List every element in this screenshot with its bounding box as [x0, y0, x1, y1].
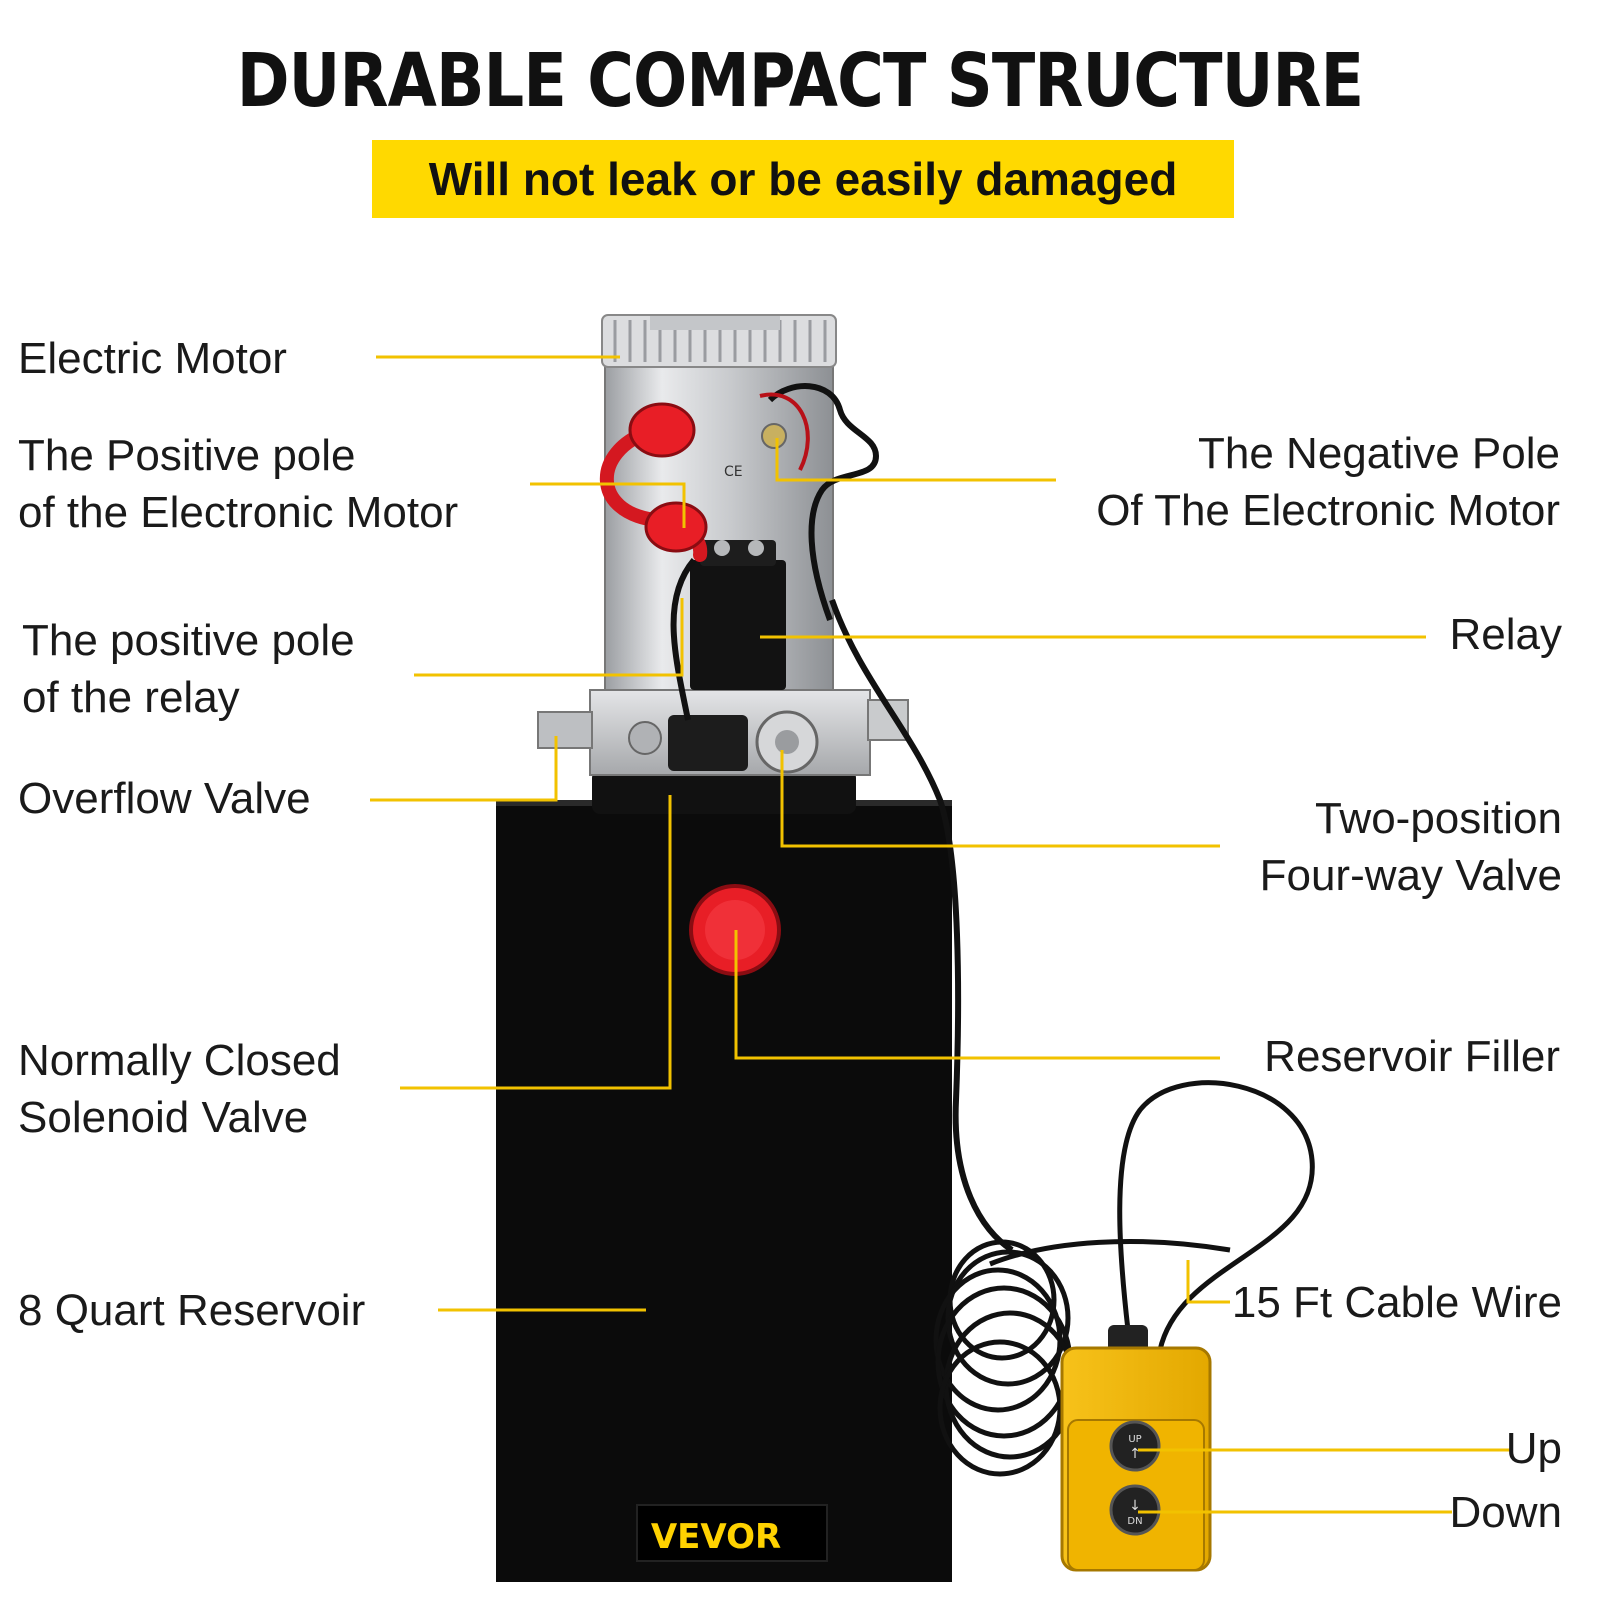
label-positive-pole-motor: The Positive pole of the Electronic Moto…	[18, 431, 459, 537]
label-electric-motor: Electric Motor	[18, 334, 287, 383]
label-reservoir-filler: Reservoir Filler	[1264, 1032, 1560, 1081]
label-four-way-valve: Two-position Four-way Valve	[1259, 794, 1562, 900]
leader-lines	[370, 355, 1510, 1514]
label-down: Down	[1449, 1488, 1563, 1537]
label-solenoid-valve: Normally Closed Solenoid Valve	[18, 1036, 341, 1142]
down-button[interactable]	[1109, 1484, 1161, 1536]
svg-text:↓: ↓	[1129, 1498, 1141, 1514]
relay	[690, 560, 786, 690]
svg-text:DN: DN	[1127, 1516, 1142, 1527]
label-negative-pole-motor: The Negative Pole Of The Electronic Moto…	[1096, 429, 1560, 535]
label-up: Up	[1505, 1424, 1562, 1473]
page-title: DURABLE COMPACT STRUCTURE	[236, 38, 1364, 124]
subtitle-banner: Will not leak or be easily damaged	[372, 140, 1234, 218]
up-button[interactable]	[1109, 1420, 1161, 1472]
label-cable-wire: 15 Ft Cable Wire	[1231, 1278, 1562, 1327]
label-positive-pole-relay: The positive pole of the relay	[22, 616, 355, 722]
label-overflow-valve: Overflow Valve	[18, 774, 311, 823]
label-reservoir: 8 Quart Reservoir	[18, 1286, 366, 1335]
brand-logo: VEVOR	[651, 1517, 781, 1557]
svg-text:UP: UP	[1128, 1434, 1141, 1445]
label-relay: Relay	[1449, 610, 1563, 659]
subtitle-text: Will not leak or be easily damaged	[428, 153, 1178, 205]
ce-mark: CE	[724, 464, 743, 480]
svg-text:↑: ↑	[1129, 1446, 1141, 1462]
brand-plate	[636, 1504, 828, 1562]
